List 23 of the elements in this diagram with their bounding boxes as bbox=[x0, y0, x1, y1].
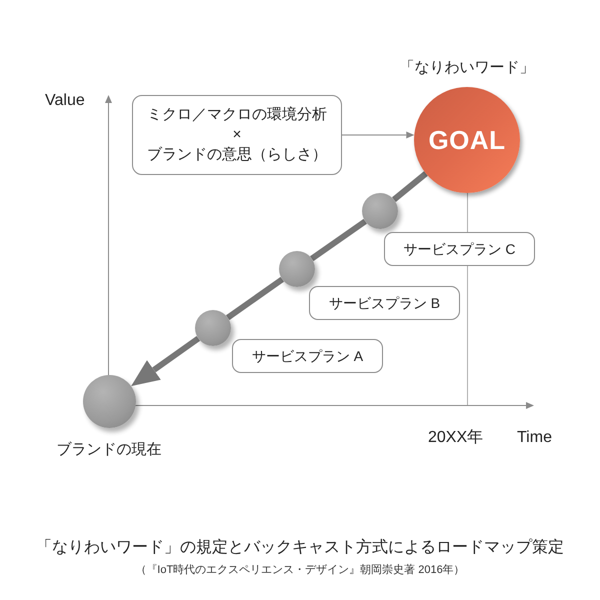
caption: 「なりわいワード」の規定とバックキャスト方式によるロードマップ策定 bbox=[36, 538, 564, 558]
arrow bbox=[342, 132, 414, 138]
node-caption: ブランドの現在 bbox=[56, 441, 162, 458]
goal-text: GOAL bbox=[428, 124, 506, 156]
node-text: ミクロ／マクロの環境分析 bbox=[147, 104, 327, 125]
node-text: サービスプラン A bbox=[252, 346, 364, 366]
connector-line bbox=[226, 276, 284, 320]
text-box bbox=[132, 95, 342, 175]
plan-box bbox=[232, 339, 383, 373]
node-text: サービスプラン C bbox=[404, 240, 516, 258]
node-text: サービスプラン B bbox=[328, 294, 440, 312]
arrow bbox=[131, 336, 200, 386]
axis-label: Value bbox=[45, 92, 85, 109]
node-text: × bbox=[232, 124, 242, 145]
axis-label: Time bbox=[517, 429, 552, 446]
connector-line bbox=[392, 171, 428, 202]
plan-box bbox=[384, 232, 535, 266]
plan-box bbox=[309, 286, 460, 320]
node-caption: 「なりわいワード」 bbox=[400, 59, 534, 76]
axis-label: 20XX年 bbox=[428, 429, 484, 446]
source-note: （『IoT時代のエクスペリエンス・デザイン』朝岡崇史著 2016年） bbox=[135, 562, 465, 578]
node-text: ブランドの意思（らしさ） bbox=[147, 145, 327, 166]
connector-line bbox=[310, 218, 367, 262]
